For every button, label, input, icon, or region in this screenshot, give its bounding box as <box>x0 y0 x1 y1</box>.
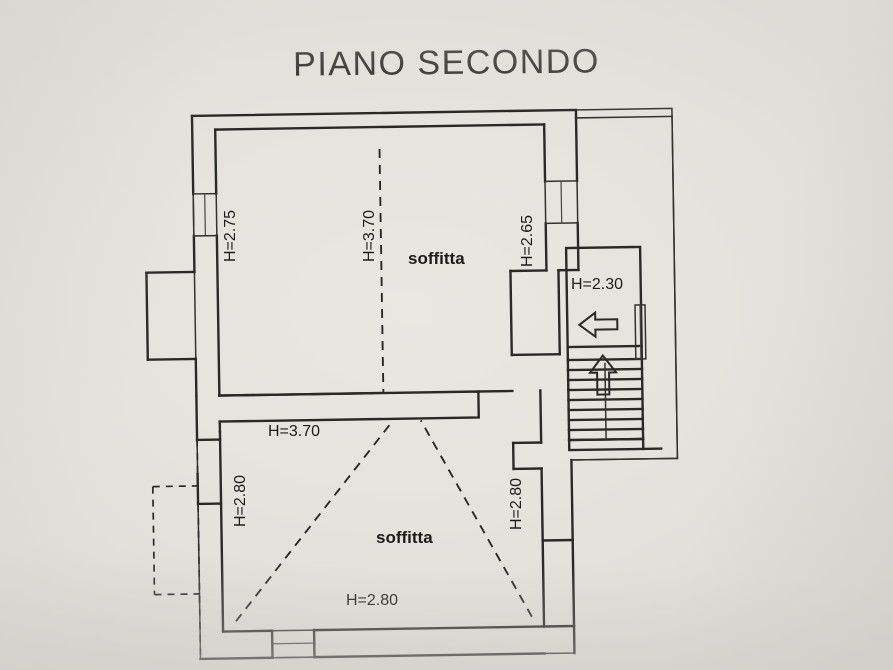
mid-dividing-wall <box>218 389 514 433</box>
door-opening-bottom <box>271 629 316 659</box>
ridge-line-upper <box>378 149 385 394</box>
terrace-outline-left <box>151 439 224 659</box>
dimension-lower-top: H=3.70 <box>268 423 321 440</box>
dimension-lower-right: H=2.80 <box>508 478 525 531</box>
dimension-stair-area: H=2.30 <box>571 276 624 293</box>
dimension-lower-bottom: H=2.80 <box>346 592 399 609</box>
dimension-upper-ridge: H=3.70 <box>361 210 378 263</box>
room-label-soffitta-upper: soffitta <box>408 249 465 268</box>
room-label-soffitta-lower: soffitta <box>376 528 433 547</box>
left-arrow-icon <box>577 310 619 339</box>
window-opening-upper-left <box>192 192 218 237</box>
dimension-upper-right: H=2.65 <box>519 215 536 268</box>
window-opening-stair-right <box>634 304 647 360</box>
building-outer-outline <box>191 107 679 660</box>
window-opening-upper-right <box>544 180 579 225</box>
dimension-lower-left: H=2.80 <box>232 475 249 528</box>
dimension-upper-left: H=2.75 <box>222 210 239 263</box>
